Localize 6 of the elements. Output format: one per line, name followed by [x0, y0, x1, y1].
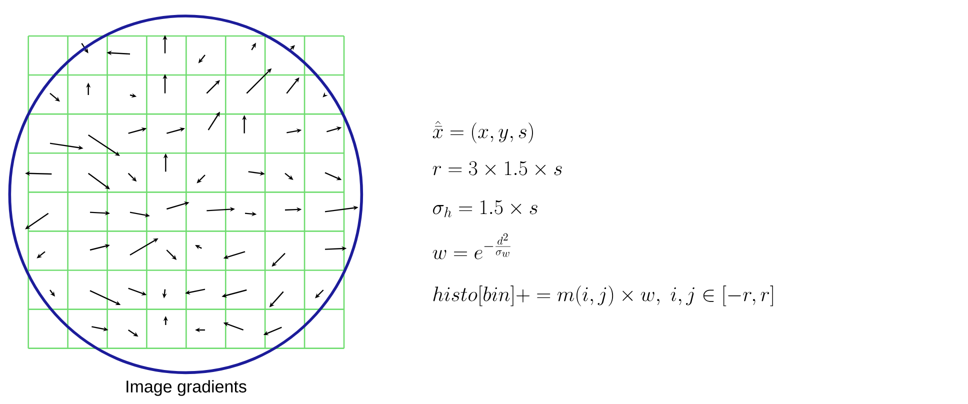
formula: $r = 3 \times 1.5 \times s$: [432, 161, 562, 176]
formula: $histo[bin] + = m(i, j) \times w,\ i, j \in [-r, r]$: [433, 285, 773, 306]
formula: $\sigma_h = 1.5 \times s$: [433, 200, 538, 218]
formula: $\hat{\bar{x}} = (x, y, s)$: [432, 120, 533, 144]
formula: $w = e^{-\frac{d^2}{\sigma_w}}$: [432, 233, 510, 260]
caption: Image gradients: [126, 380, 246, 396]
